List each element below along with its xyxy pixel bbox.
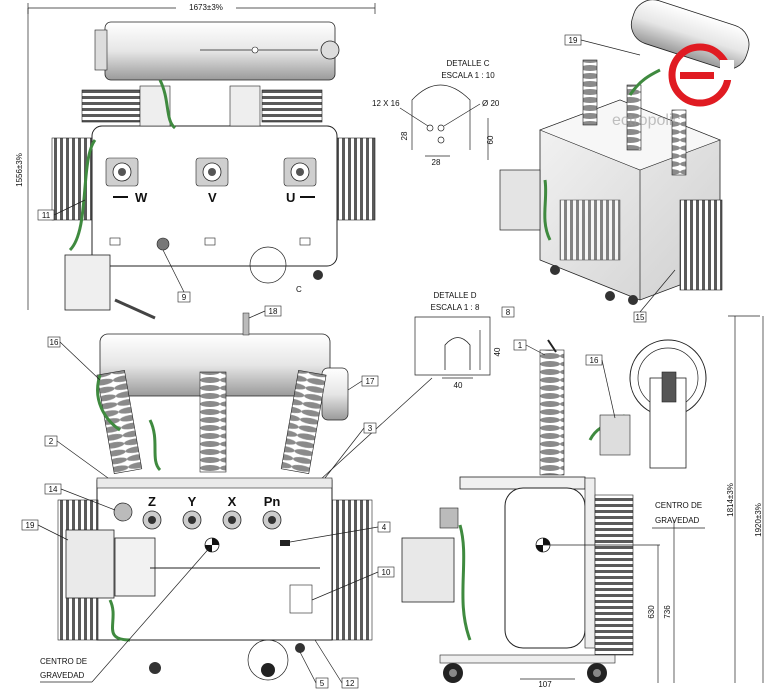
callout-10: 10 xyxy=(382,568,391,577)
detail-c-ref: C xyxy=(296,285,302,294)
dim-side-630: 630 xyxy=(647,605,656,619)
phase-label-u: U xyxy=(286,190,295,205)
front-radiator-right xyxy=(331,499,373,641)
radiator-fins xyxy=(334,137,376,221)
detail-d-scale: ESCALA 1 : 8 xyxy=(431,303,480,312)
detail-c-marker xyxy=(249,246,287,284)
isometric-view: 19 15 ectropolic xyxy=(499,0,750,323)
phase-label-z: Z xyxy=(148,494,156,509)
dim-side-736: 736 xyxy=(663,605,672,619)
callout-7: 16 xyxy=(50,338,59,347)
phase-label-pn: Pn xyxy=(264,494,281,509)
callout-12: 12 xyxy=(346,679,355,688)
dim-width-label: 1673±3% xyxy=(189,3,223,12)
callout-14: 14 xyxy=(49,485,58,494)
detail-c-dim28v: 28 xyxy=(400,131,409,140)
iso-bushing xyxy=(626,84,642,151)
callout-16: 17 xyxy=(366,377,375,386)
hv-bushing-2 xyxy=(199,371,227,473)
detail-c-scale: ESCALA 1 : 10 xyxy=(441,71,495,80)
callout-6: 15 xyxy=(636,313,645,322)
bushing-w xyxy=(105,157,139,187)
phase-label-y: Y xyxy=(188,494,197,509)
phase-label-v: V xyxy=(208,190,217,205)
logo-text: ectropolic xyxy=(612,112,680,129)
watermark-logo: ectropolic xyxy=(612,43,734,129)
side-radiator xyxy=(594,494,634,656)
side-tank xyxy=(504,487,586,649)
callout-17: 18 xyxy=(269,307,278,316)
front-view: Z Y X Pn CENTRO DE GRAVEDAD 16 18 17 xyxy=(21,305,395,689)
callout-4: 4 xyxy=(382,523,387,532)
phase-label-x: X xyxy=(228,494,237,509)
detail-c-diam: Ø 20 xyxy=(482,99,500,108)
detail-c-dim28h: 28 xyxy=(432,158,441,167)
radiator-fins xyxy=(81,89,141,123)
detail-d-dim40h: 40 xyxy=(454,381,463,390)
callout-15: 16 xyxy=(590,356,599,365)
callout-3: 3 xyxy=(368,424,373,433)
top-view: 1673±3% 1556±3% xyxy=(15,2,376,320)
dim-bottom-107: 107 xyxy=(538,680,552,689)
side-bushing xyxy=(539,349,565,476)
callout-2: 2 xyxy=(49,437,54,446)
callout-19: 19 xyxy=(26,521,35,530)
callout-9: 9 xyxy=(182,293,187,302)
callout-1: 1 xyxy=(518,341,523,350)
iso-bushing xyxy=(582,59,598,126)
detail-c-dim60: 60 xyxy=(486,135,495,144)
iso-bushing xyxy=(671,109,687,176)
phase-label-w: W xyxy=(135,190,148,205)
bushing-v xyxy=(195,157,229,187)
tank-cover xyxy=(91,125,338,267)
side-cog-icon xyxy=(535,537,551,553)
iso-conservator xyxy=(630,0,750,70)
radiator-fins xyxy=(261,89,323,123)
nameplate xyxy=(289,584,313,614)
side-view: CENTRO DE GRAVEDAD 1814±3% 1920±3% 630 7… xyxy=(401,315,764,689)
front-control-box xyxy=(65,529,115,599)
callout-11: 11 xyxy=(42,211,51,220)
dim-side-1920: 1920±3% xyxy=(754,503,763,537)
side-cog-label-line1: CENTRO DE xyxy=(655,501,702,510)
control-box xyxy=(64,254,111,311)
dim-height-label: 1556±3% xyxy=(15,153,24,187)
detail-d: DETALLE D ESCALA 1 : 8 40 40 8 xyxy=(319,291,515,481)
side-cog-label-line2: GRAVEDAD xyxy=(655,516,700,525)
thermometer-icon xyxy=(113,502,133,522)
lv-bushings xyxy=(142,510,282,530)
bushing-u xyxy=(283,157,317,187)
cog-label-line2: GRAVEDAD xyxy=(40,671,85,680)
cog-label-line1: CENTRO DE xyxy=(40,657,87,666)
detail-d-title: DETALLE D xyxy=(434,291,477,300)
detail-c: DETALLE C ESCALA 1 : 10 12 X 16 Ø 20 28 … xyxy=(372,59,500,167)
conservator-tank xyxy=(104,21,336,81)
detail-c-title: DETALLE C xyxy=(447,59,490,68)
detail-c-holes: 12 X 16 xyxy=(372,99,400,108)
side-control-box xyxy=(401,537,455,603)
detail-d-dim40v: 40 xyxy=(493,347,502,356)
dim-side-1814: 1814±3% xyxy=(726,483,735,517)
hv-bushing-3 xyxy=(280,369,327,474)
callout-8: 8 xyxy=(506,308,511,317)
flange-icon xyxy=(320,40,340,60)
callout-18: 19 xyxy=(569,36,578,45)
iso-control-box xyxy=(499,169,541,231)
callout-5: 5 xyxy=(320,679,325,688)
green-cable xyxy=(68,139,97,252)
hv-bushing-1 xyxy=(96,369,143,474)
